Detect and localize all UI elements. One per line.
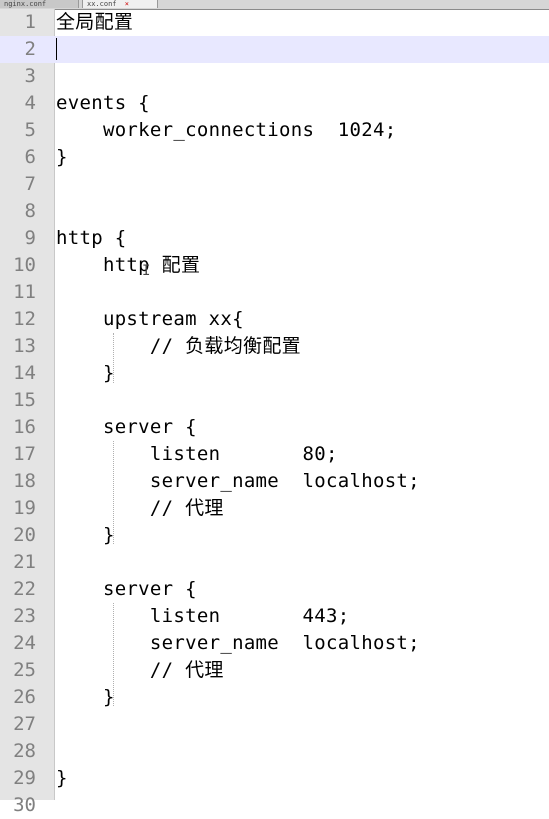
code-line[interactable]: 27	[0, 711, 549, 738]
code-line[interactable]: 7	[0, 171, 549, 198]
code-text[interactable]: worker_connections 1024;	[56, 119, 397, 141]
code-text[interactable]: server {	[56, 416, 197, 438]
code-text[interactable]: http {	[56, 227, 127, 249]
line-number: 12	[13, 308, 36, 330]
code-text[interactable]: events {	[56, 92, 150, 114]
code-line[interactable]: 5 worker_connections 1024;	[0, 117, 549, 144]
code-text[interactable]: listen 80;	[56, 443, 338, 465]
tab-label: nginx.conf	[4, 0, 47, 8]
code-line[interactable]: 15	[0, 387, 549, 414]
tab-bar: nginx.conf xx.conf ×	[0, 0, 549, 10]
line-number: 9	[24, 227, 36, 249]
code-text[interactable]: server_name localhost;	[56, 632, 420, 654]
code-text[interactable]: // 负载均衡配置	[56, 335, 301, 357]
indent-guide	[113, 603, 114, 706]
code-line[interactable]: 16 server {	[0, 414, 549, 441]
line-number: 3	[24, 65, 36, 87]
code-line[interactable]: 26 }	[0, 684, 549, 711]
code-text[interactable]: http 配置	[56, 254, 201, 276]
mouse-ibeam-cursor: I	[142, 263, 151, 279]
code-line[interactable]: 20 }	[0, 522, 549, 549]
code-line[interactable]: 28	[0, 738, 549, 765]
line-number-gutter	[0, 9, 55, 800]
code-line[interactable]: 22 server {	[0, 576, 549, 603]
line-number: 28	[13, 740, 36, 762]
code-line[interactable]: 25 // 代理	[0, 657, 549, 684]
line-number: 27	[13, 713, 36, 735]
line-number: 29	[13, 767, 36, 789]
code-text[interactable]: // 代理	[56, 659, 224, 681]
code-text[interactable]: upstream xx{	[56, 308, 244, 330]
line-number: 1	[24, 11, 36, 33]
line-number: 5	[24, 119, 36, 141]
code-line[interactable]: 2	[0, 36, 549, 63]
code-line[interactable]: 18 server_name localhost;	[0, 468, 549, 495]
line-number: 26	[13, 686, 36, 708]
code-line[interactable]: 9 http {	[0, 225, 549, 252]
line-number: 19	[13, 497, 36, 519]
line-number: 25	[13, 659, 36, 681]
code-line[interactable]: 19 // 代理	[0, 495, 549, 522]
line-number: 11	[13, 281, 36, 303]
code-text[interactable]: server_name localhost;	[56, 470, 420, 492]
code-text[interactable]: }	[56, 146, 68, 168]
code-line[interactable]: 11	[0, 279, 549, 306]
tab-nginx-conf[interactable]: nginx.conf	[0, 0, 79, 8]
line-number: 4	[24, 92, 36, 114]
code-text[interactable]: }	[56, 362, 115, 384]
code-text[interactable]: }	[56, 686, 115, 708]
code-line[interactable]: 13 // 负载均衡配置	[0, 333, 549, 360]
line-number: 20	[13, 524, 36, 546]
code-text[interactable]: }	[56, 767, 68, 789]
line-number: 17	[13, 443, 36, 465]
line-number: 24	[13, 632, 36, 654]
line-number: 6	[24, 146, 36, 168]
code-line[interactable]: 12 upstream xx{	[0, 306, 549, 333]
line-number: 18	[13, 470, 36, 492]
indent-guide	[113, 441, 114, 544]
line-number: 13	[13, 335, 36, 357]
close-icon[interactable]: ×	[124, 0, 129, 8]
code-line[interactable]: 17 listen 80;	[0, 441, 549, 468]
code-line[interactable]: 21	[0, 549, 549, 576]
code-line[interactable]: 10 http 配置	[0, 252, 549, 279]
code-text[interactable]: 全局配置	[56, 11, 134, 33]
line-number: 15	[13, 389, 36, 411]
code-line[interactable]: 3	[0, 63, 549, 90]
line-number: 14	[13, 362, 36, 384]
line-number: 16	[13, 416, 36, 438]
line-number: 2	[24, 38, 36, 60]
code-line[interactable]: 6}	[0, 144, 549, 171]
code-line[interactable]: 23 listen 443;	[0, 603, 549, 630]
code-line[interactable]: 14 }	[0, 360, 549, 387]
code-line[interactable]: 4 events {	[0, 90, 549, 117]
code-line[interactable]: 8	[0, 198, 549, 225]
line-number: 8	[24, 200, 36, 222]
line-number: 10	[13, 254, 36, 276]
text-caret	[56, 38, 57, 60]
code-text[interactable]: listen 443;	[56, 605, 350, 627]
indent-guide	[113, 333, 114, 383]
code-text[interactable]: // 代理	[56, 497, 224, 519]
code-line[interactable]: 29}	[0, 765, 549, 792]
line-number: 21	[13, 551, 36, 573]
code-text[interactable]: }	[56, 524, 115, 546]
code-line[interactable]: 24 server_name localhost;	[0, 630, 549, 657]
tab-xx-conf[interactable]: xx.conf ×	[82, 0, 158, 8]
code-line[interactable]: 1 全局配置	[0, 9, 549, 36]
tab-label: xx.conf	[87, 0, 117, 8]
line-number: 7	[24, 173, 36, 195]
code-line[interactable]: 30	[0, 792, 549, 819]
code-text[interactable]: server {	[56, 578, 197, 600]
line-number: 30	[13, 794, 36, 816]
line-number: 22	[13, 578, 36, 600]
line-number: 23	[13, 605, 36, 627]
